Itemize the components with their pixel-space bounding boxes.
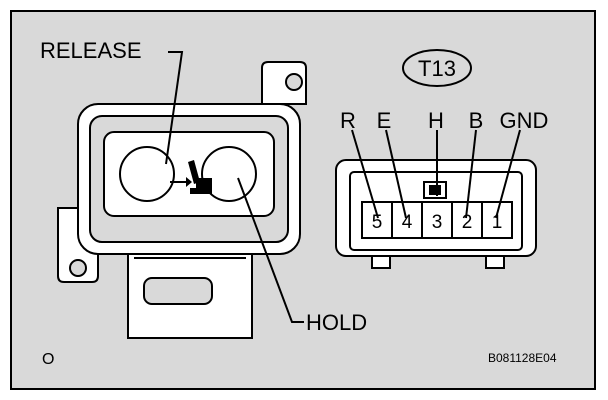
hold-leader	[237, 177, 304, 323]
connector-id-oval	[402, 49, 472, 87]
pin-label-r: R	[340, 108, 356, 133]
figure-code: B081128E04	[488, 351, 557, 365]
release-leader	[165, 51, 184, 165]
pin-number-2: 2	[462, 212, 473, 233]
connector	[335, 159, 537, 269]
corner-mark: O	[42, 351, 54, 368]
pin-leaders	[351, 129, 521, 219]
pin-number-3: 3	[432, 212, 443, 233]
release-label: RELEASE	[40, 38, 142, 63]
hold-label: HOLD	[306, 310, 367, 335]
pin-label-b: B	[469, 108, 484, 133]
pin-label-h: H	[428, 108, 444, 133]
seat-icon	[170, 160, 212, 194]
pin-number-1: 1	[492, 212, 503, 233]
pin-number-4: 4	[402, 212, 413, 233]
pin-number-5: 5	[372, 212, 383, 233]
switch-assembly	[57, 61, 307, 339]
pin-label-e: E	[377, 108, 392, 133]
connector-id: T13	[418, 56, 456, 81]
pin-label-gnd: GND	[500, 108, 549, 133]
